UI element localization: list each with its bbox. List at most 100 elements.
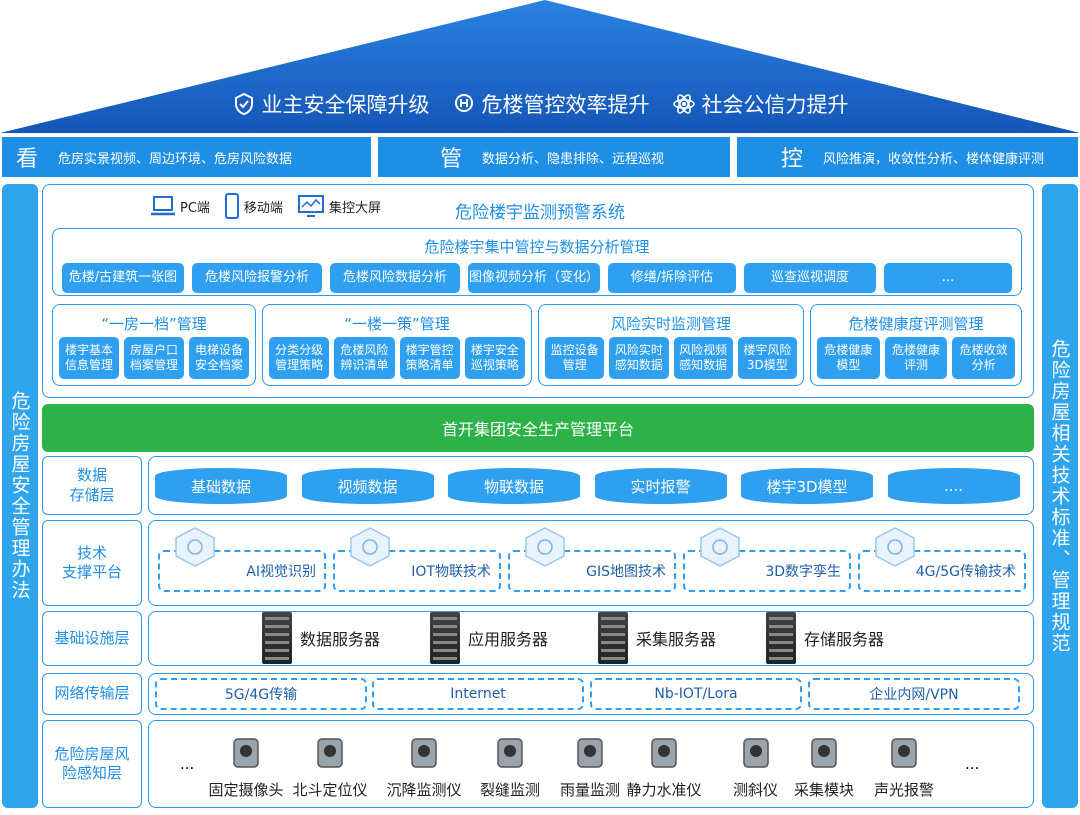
- server-1: 应用服务器: [430, 612, 548, 664]
- tech-label-4: 4G/5G传输技术: [915, 564, 1016, 580]
- server-label-3: 存储服务器: [804, 630, 885, 649]
- network-item-0: 5G/4G传输: [155, 678, 367, 710]
- sensor-label-4: 雨量监测: [560, 781, 621, 799]
- sensor-device-icon: [400, 727, 448, 779]
- tech-icon-2: [522, 524, 568, 570]
- sensor-label-8: 声光报警: [874, 781, 935, 799]
- tech-item-0: AI视觉识别: [158, 550, 326, 592]
- goals-row: 业主安全保障升级 危楼管控效率提升 社会公信力提升: [0, 86, 1080, 122]
- module-2-item-3: 楼宇风险 3D模型: [737, 337, 797, 379]
- device-pc: PC端: [150, 195, 210, 217]
- module-2-item-0: 监控设备 管理: [545, 337, 605, 379]
- tech-item-2: GIS地图技术: [508, 550, 676, 592]
- sensor-device-icon: [640, 727, 688, 779]
- sensor-4: 雨量监测: [560, 727, 620, 800]
- goal-owner-safety: 业主安全保障升级: [232, 89, 430, 119]
- sensor-device-icon: [732, 727, 780, 779]
- module-title-3: 危楼健康度评测管理: [848, 315, 984, 333]
- network-item-2: Nb-IOT/Lora: [590, 678, 802, 710]
- sensor-8: 声光报警: [874, 727, 934, 800]
- tech-icon-0: [172, 524, 218, 570]
- tech-label-3: 3D数字孪生: [765, 564, 841, 580]
- server-rack-icon: [262, 612, 292, 664]
- storage-item-3: 实时报警: [594, 468, 727, 504]
- server-label-1: 应用服务器: [468, 630, 549, 649]
- module-title-2: 风险实时监测管理: [610, 315, 731, 333]
- server-rack-icon: [766, 612, 796, 664]
- sensor-label-0: 固定摄像头: [208, 781, 284, 799]
- platform-bar: 首开集团安全生产管理平台: [42, 404, 1034, 452]
- sensor-label-5: 静力水准仪: [626, 781, 702, 799]
- brain-icon: [454, 94, 473, 112]
- central-item-4: 修缮/拆除评估: [608, 263, 736, 293]
- sensor-2: 沉降监测仪: [387, 727, 462, 800]
- module-3-item-2: 危楼收敛 分析: [952, 337, 1015, 379]
- central-item-1: 危楼风险报警分析: [192, 263, 322, 293]
- tech-icon-1: [347, 524, 393, 570]
- storage-item-2: 物联数据: [448, 468, 580, 504]
- device-screen: 集控大屏: [297, 194, 381, 218]
- sensor-device-icon: [566, 727, 614, 779]
- tech-item-3: 3D数字孪生: [683, 550, 851, 592]
- module-1-item-0: 分类分级 管理策略: [269, 337, 330, 379]
- storage-item-0: 基础数据: [155, 468, 287, 504]
- server-0: 数据服务器: [262, 612, 380, 664]
- network-item-1: Internet: [372, 678, 584, 710]
- perception-ellipsis-left: ...: [180, 755, 195, 773]
- central-title: 危险楼宇集中管控与数据分析管理: [424, 238, 650, 256]
- sensor-0: 固定摄像头: [209, 727, 284, 800]
- tech-label: 技术 支撑平台: [42, 520, 142, 606]
- sensor-label-7: 采集模块: [794, 781, 855, 799]
- module-title-0: “一房一档”管理: [101, 315, 207, 333]
- sensor-1: 北斗定位仪: [293, 727, 368, 800]
- infra-panel: [148, 611, 1034, 666]
- phone-icon: [224, 193, 239, 219]
- storage-item-1: 视频数据: [301, 468, 434, 504]
- sensor-label-3: 裂缝监测: [480, 781, 541, 799]
- server-2: 采集服务器: [598, 612, 716, 664]
- tech-icon-3: [697, 524, 743, 570]
- network-label: 网络传输层: [42, 673, 142, 715]
- perception-label: 危险房屋风 险感知层: [42, 720, 142, 808]
- storage-item-5: ....: [887, 468, 1020, 504]
- goal-efficiency: 危楼管控效率提升: [452, 89, 650, 119]
- network-item-3: 企业内网/VPN: [808, 678, 1020, 710]
- server-label-2: 采集服务器: [636, 630, 717, 649]
- module-0-item-1: 房屋户口 档案管理: [124, 337, 184, 379]
- storage-item-4: 楼宇3D模型: [741, 468, 873, 504]
- storage-label: 数据 存储层: [42, 456, 142, 515]
- laptop-icon: [151, 196, 175, 216]
- sensor-5: 静力水准仪: [627, 727, 702, 800]
- central-item-2: 危楼风险数据分析: [330, 263, 460, 293]
- shield-icon: [234, 92, 253, 116]
- sensor-device-icon: [306, 727, 354, 779]
- sensor-label-2: 沉降监测仪: [386, 781, 462, 799]
- bar-control: 控风险推演，收敛性分析、楼体健康评测: [737, 137, 1078, 177]
- sensor-device-icon: [880, 727, 928, 779]
- roof: [0, 0, 1080, 133]
- left-sidebar: 危险房屋安全管理办法: [2, 184, 38, 808]
- perception-ellipsis-right: ...: [965, 755, 980, 773]
- sensor-label-1: 北斗定位仪: [292, 781, 368, 799]
- atom-icon: [672, 94, 695, 114]
- sensor-label-6: 测斜仪: [732, 781, 778, 799]
- server-rack-icon: [598, 612, 628, 664]
- central-item-3: 图像视频分析（变化）: [468, 263, 600, 293]
- sensor-3: 裂缝监测: [480, 727, 540, 800]
- bar-manage: 管数据分析、隐患排除、远程巡视: [378, 137, 730, 177]
- server-label-0: 数据服务器: [300, 630, 381, 649]
- tech-item-4: 4G/5G传输技术: [858, 550, 1026, 592]
- module-3-item-0: 危楼健康 模型: [817, 337, 880, 379]
- module-title-1: “一楼一策”管理: [344, 315, 450, 333]
- bar-view: 看危房实景视频、周边环境、危房风险数据: [2, 137, 371, 177]
- device-list: PC端 移动端 集控大屏: [150, 193, 381, 219]
- storage-panel: [148, 456, 1034, 515]
- right-sidebar: 危险房屋相关技术标准、管理规范: [1042, 184, 1078, 808]
- tech-label-2: GIS地图技术: [586, 564, 666, 580]
- system-title: 危险楼宇监测预警系统: [455, 203, 625, 223]
- tech-item-1: IOT物联技术: [333, 550, 501, 592]
- module-3-item-1: 危楼健康 评测: [884, 337, 948, 379]
- module-0-item-2: 电梯设备 安全档案: [189, 337, 249, 379]
- module-2-item-2: 风险视频 感知数据: [673, 337, 733, 379]
- sensor-7: 采集模块: [794, 727, 854, 800]
